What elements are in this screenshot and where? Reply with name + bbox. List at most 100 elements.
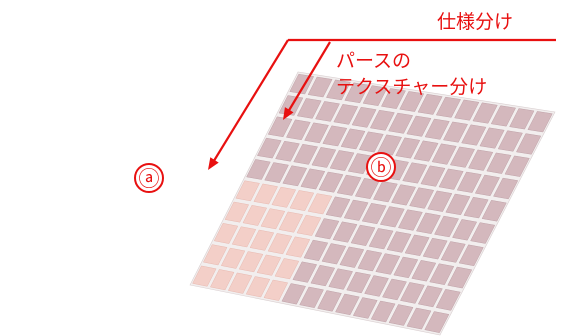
tile-region-a	[224, 201, 250, 223]
spec-leader-line	[211, 39, 289, 165]
tile-region-b	[388, 304, 414, 326]
tile-region-b	[420, 165, 446, 187]
tile-region-b	[388, 112, 414, 134]
tile-region-b	[474, 174, 500, 197]
tile-region-b	[509, 108, 535, 130]
tile-region-b	[399, 91, 425, 112]
tile-region-b	[391, 184, 416, 206]
tile-region-b	[304, 122, 329, 144]
tile-region-b	[409, 187, 435, 209]
tile-region-b	[336, 174, 362, 196]
spec-division-label: 仕様分け	[437, 11, 514, 33]
tile-region-b	[267, 116, 293, 138]
texture-leader-line	[287, 41, 331, 113]
tile-region-b	[468, 149, 494, 171]
tile-region-b	[315, 101, 340, 122]
tile-region-b	[411, 260, 437, 282]
tile-region-b	[310, 264, 336, 287]
tile-region-a	[242, 205, 268, 226]
tile-region-b	[322, 125, 348, 147]
tile-region-b	[346, 271, 371, 294]
tile-region-a	[231, 226, 257, 248]
tile-region-a	[289, 190, 315, 211]
tile-region-b	[292, 261, 318, 283]
tile-region-b	[351, 106, 377, 128]
tile-region-b	[438, 168, 464, 190]
tile-region-b	[370, 300, 396, 323]
region-b-marker: ⓑ	[366, 152, 396, 182]
tile-region-b	[333, 104, 359, 125]
tile-region-b	[311, 147, 337, 168]
tile-region-b	[328, 268, 353, 290]
spec-arrowhead	[208, 157, 219, 170]
tile-region-b	[452, 219, 478, 241]
tile-region-b	[307, 76, 333, 98]
tile-region-a	[271, 186, 297, 208]
tile-region-a	[256, 254, 282, 276]
tile-region-a	[263, 279, 289, 301]
tile-region-a	[260, 208, 286, 230]
tile-region-b	[317, 290, 342, 312]
tile-region-b	[497, 130, 523, 152]
tile-region-a	[213, 223, 239, 244]
tile-region-a	[267, 233, 293, 255]
tile-region-b	[340, 128, 366, 150]
tile-region-b	[332, 221, 358, 243]
tile-region-b	[424, 118, 450, 140]
tile-region-b	[431, 143, 457, 165]
tile-region-b	[406, 307, 432, 330]
tile-region-b	[429, 263, 455, 285]
texture-division-label-line2: テクスチャー分け	[336, 76, 488, 98]
tile-region-b	[443, 121, 468, 143]
tile-region-b	[293, 143, 318, 165]
tile-region-b	[481, 200, 507, 222]
tile-region-b	[343, 199, 369, 221]
tile-region-b	[375, 253, 401, 275]
tile-region-b	[296, 98, 322, 119]
tile-region-b	[325, 196, 351, 218]
region-a-marker: ⓐ	[134, 163, 164, 193]
tile-region-b	[490, 105, 516, 127]
region-b-letter: ⓑ	[370, 156, 392, 180]
tile-region-b	[395, 137, 421, 159]
tile-region-b	[358, 131, 384, 153]
tile-region-b	[386, 231, 412, 253]
tile-region-b	[286, 119, 311, 141]
tile-region-b	[463, 196, 489, 219]
tile-region-b	[303, 239, 329, 261]
tile-region-b	[516, 133, 542, 155]
tile-region-b	[339, 246, 365, 268]
tile-region-a	[285, 236, 311, 258]
tile-region-b	[427, 190, 453, 212]
tile-region-a	[296, 214, 322, 236]
tile-region-b	[447, 266, 473, 289]
tile-region-a	[238, 251, 264, 273]
tile-region-b	[246, 159, 271, 180]
tile-grid	[189, 71, 556, 336]
region-a-letter: ⓐ	[138, 167, 160, 191]
tile-region-b	[381, 88, 406, 109]
tile-region-b	[257, 137, 282, 159]
tile-region-b	[504, 155, 530, 177]
tile-region-b	[373, 181, 398, 203]
tile-region-b	[416, 212, 441, 234]
tile-region-a	[227, 272, 253, 294]
tile-region-b	[368, 228, 394, 250]
tile-region-b	[364, 275, 389, 297]
tile-region-b	[326, 79, 351, 101]
tile-region-b	[434, 215, 459, 238]
tile-region-b	[379, 206, 405, 228]
tile-region-b	[300, 168, 326, 190]
tile-region-b	[404, 234, 430, 256]
tile-region-a	[278, 211, 304, 233]
tile-region-b	[461, 124, 487, 146]
tile-region-b	[357, 249, 383, 272]
tile-region-a	[210, 269, 235, 291]
tile-region-a	[307, 193, 333, 215]
tile-region-a	[245, 276, 271, 298]
tile-region-b	[382, 278, 407, 301]
tile-region-b	[264, 162, 289, 183]
tile-region-a	[203, 244, 228, 266]
tile-region-b	[398, 209, 423, 231]
tile-region-b	[402, 162, 428, 184]
